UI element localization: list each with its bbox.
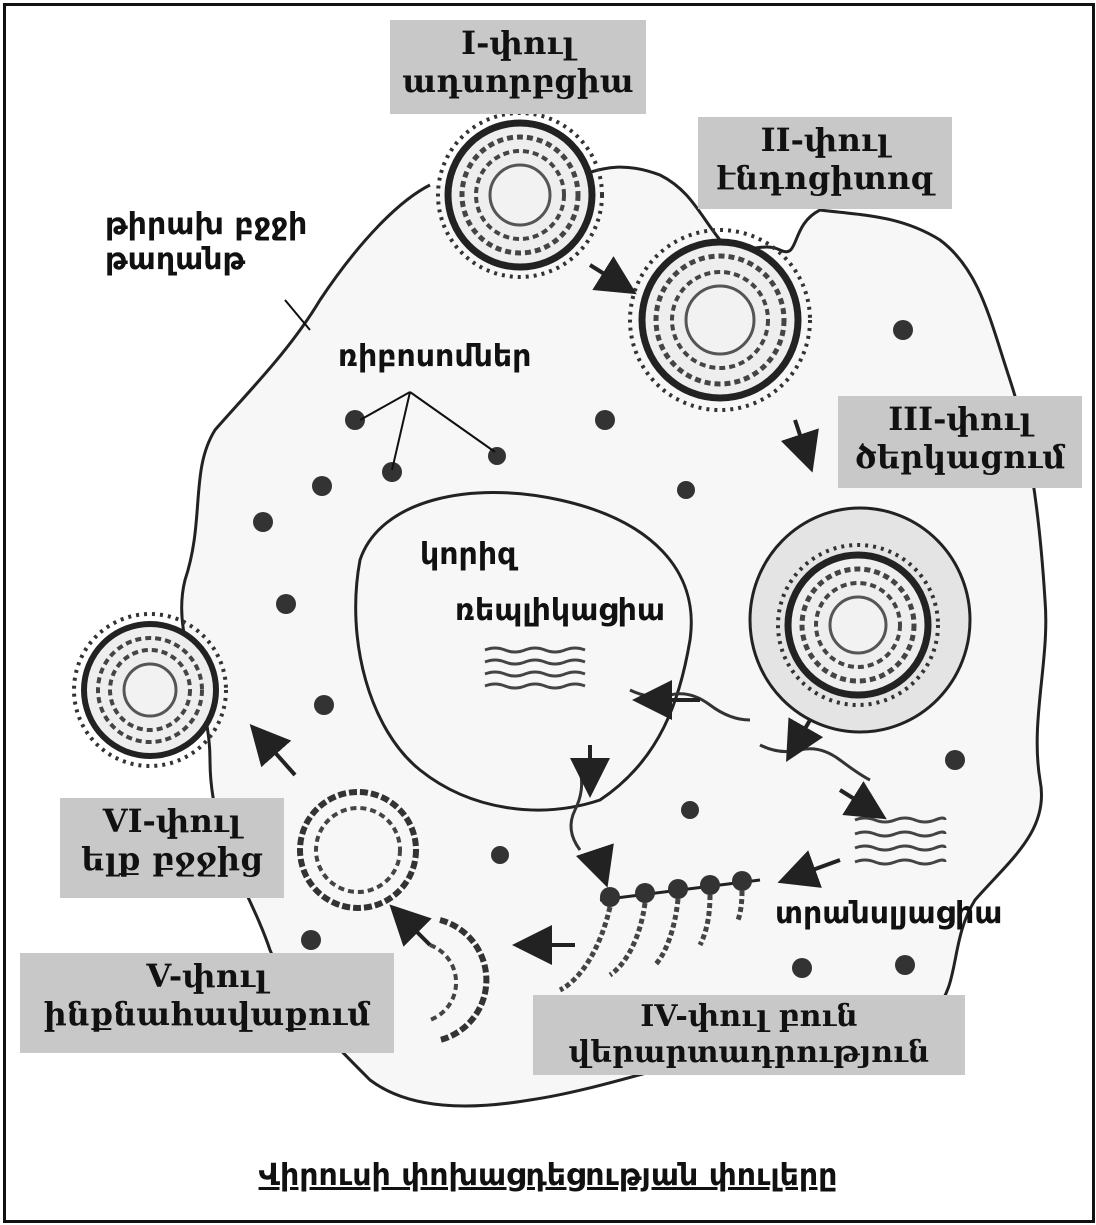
- stage-4-name: վերարտադրություն: [541, 1035, 957, 1071]
- stage-6-box: VI-փուլ ելք բջջից: [60, 798, 284, 898]
- membrane-label: թիրախ բջջի թաղանթ: [105, 208, 307, 277]
- stage-1-name: ադսորբցիա: [398, 62, 638, 100]
- stage-3-title: III-փուլ: [846, 400, 1074, 438]
- virus-budding: [74, 614, 226, 766]
- membrane-label-line2: թաղանթ: [105, 243, 307, 278]
- replication-label: ռեպլիկացիա: [455, 594, 665, 629]
- stage-5-name: ինքնահավաքում: [28, 995, 386, 1033]
- virus-uncoating: [750, 508, 970, 732]
- stage-6-name: ելք բջջից: [68, 840, 276, 878]
- stage-2-name: էնդոցիտոզ: [706, 159, 944, 197]
- stage-5-title: V-փուլ: [28, 957, 386, 995]
- figure-caption: Վիրուսի փոխացդեցության փուլերը: [0, 1158, 1096, 1193]
- stage-5-box: V-փուլ ինքնահավաքում: [20, 953, 394, 1053]
- membrane-pointer: [285, 300, 310, 330]
- stage-4-box: IV-փուլ բուն վերարտադրություն: [533, 995, 965, 1075]
- stage-6-title: VI-փուլ: [68, 802, 276, 840]
- stage-4-title: IV-փուլ բուն: [541, 999, 957, 1035]
- ribosomes-label: ռիբոսոմներ: [338, 340, 531, 375]
- stage-1-box: I-փուլ ադսորբցիա: [390, 20, 646, 114]
- stage-1-title: I-փուլ: [398, 24, 638, 62]
- stage-2-title: II-փուլ: [706, 121, 944, 159]
- virus-adsorption: [438, 113, 602, 277]
- stage-3-name: ծերկացում: [846, 438, 1074, 476]
- nucleus-label: կորիզ: [420, 538, 516, 573]
- stage-3-box: III-փուլ ծերկացում: [838, 396, 1082, 488]
- stage-2-box: II-փուլ էնդոցիտոզ: [698, 117, 952, 209]
- membrane-label-line1: թիրախ բջջի: [105, 208, 307, 243]
- translation-label: տրանսլյացիա: [775, 897, 1002, 932]
